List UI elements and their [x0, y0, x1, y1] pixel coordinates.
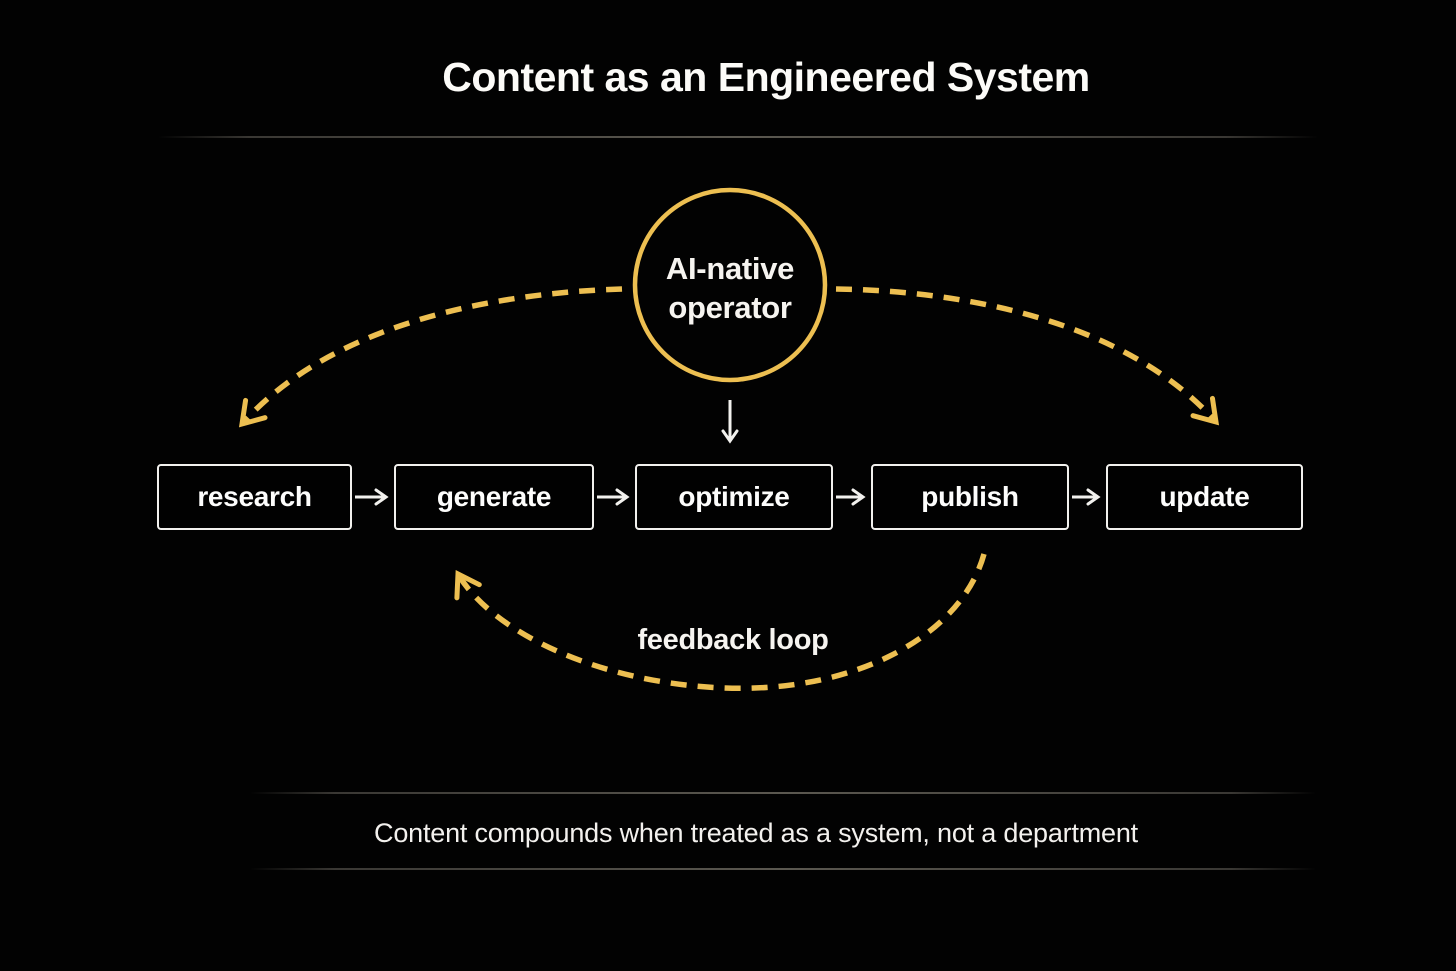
feedback-loop-label: feedback loop: [637, 624, 829, 656]
pipeline-box-optimize-label: optimize: [678, 481, 790, 512]
pipeline-box-optimize: optimize: [635, 464, 833, 530]
pipeline-box-update-label: update: [1159, 481, 1250, 512]
pipeline-box-research: research: [157, 464, 352, 530]
pipeline-box-generate: generate: [394, 464, 594, 530]
caption-divider-top: [250, 792, 1316, 794]
operator-label-line1: AI-native: [665, 251, 795, 286]
operator-node-label: AI-native operator: [620, 249, 840, 327]
title-divider: [158, 136, 1318, 138]
operator-circle: [632, 187, 828, 383]
pipeline-box-publish: publish: [871, 464, 1069, 530]
pipeline-box-publish-label: publish: [921, 481, 1019, 512]
pipeline-box-update: update: [1106, 464, 1303, 530]
operator-label-line2: operator: [668, 290, 792, 325]
caption-divider-bottom: [250, 868, 1316, 870]
arrow-operator-to-update: [835, 286, 1220, 426]
pipeline-box-generate-label: generate: [436, 481, 552, 512]
pipeline-box-research-label: research: [197, 481, 312, 512]
caption-text: Content compounds when treated as a syst…: [374, 818, 1138, 848]
arrow-feedback-loop: [454, 553, 987, 692]
arrow-operator-to-research: [238, 286, 623, 428]
page-title: Content as an Engineered System: [442, 54, 1090, 100]
